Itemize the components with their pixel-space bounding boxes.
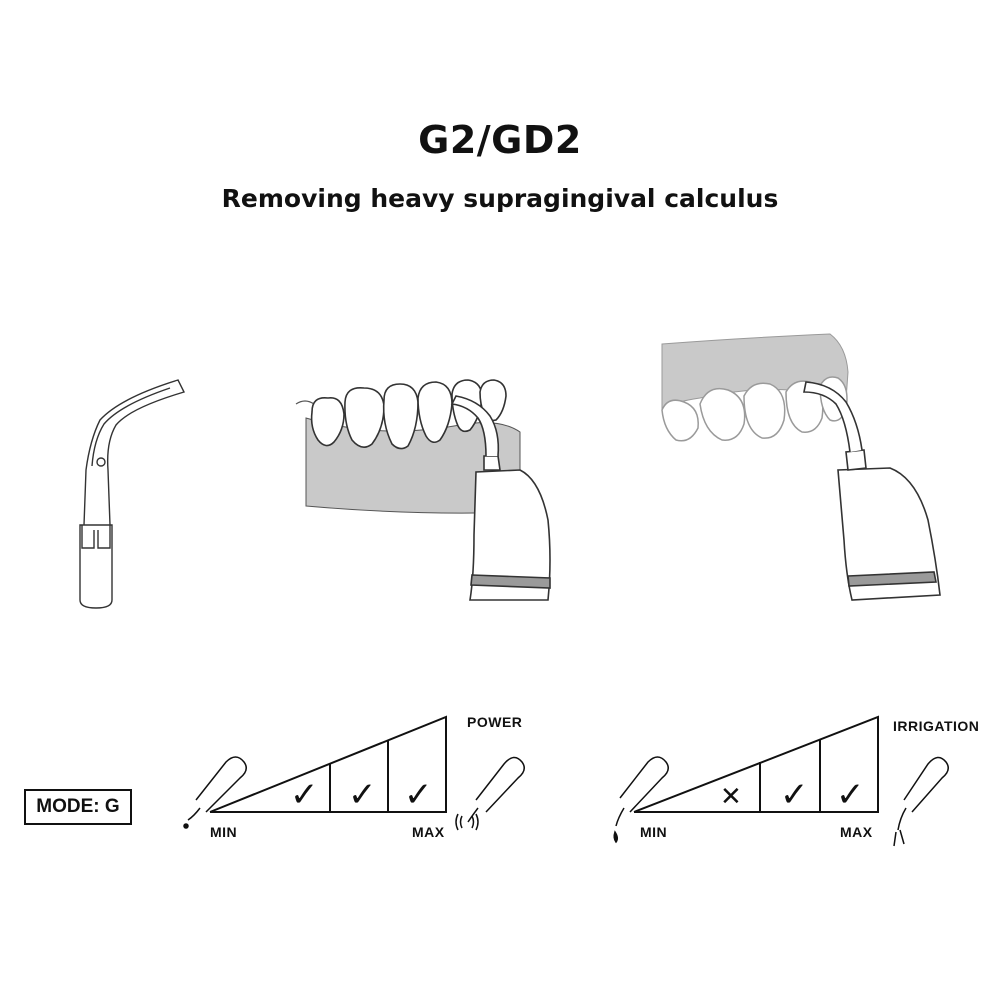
page-title: G2/GD2 (418, 118, 582, 162)
power-max-handpiece-icon (455, 756, 525, 831)
irrigation-level-3-check: ✓ (836, 775, 865, 815)
power-level-1-check: ✓ (290, 775, 319, 815)
irrigation-chart (613, 715, 949, 847)
irrigation-max-label: MAX (840, 824, 873, 840)
power-min-label: MIN (210, 824, 238, 840)
upper-teeth-scaling-illustration (661, 333, 941, 601)
lower-teeth-scaling-illustration (295, 379, 551, 601)
irrigation-min-label: MIN (640, 824, 668, 840)
irrigation-min-handpiece-icon (613, 756, 669, 844)
power-min-handpiece-icon (183, 756, 247, 829)
power-title: POWER (467, 714, 523, 730)
power-chart (183, 715, 525, 831)
irrigation-level-1-cross: ✕ (720, 782, 742, 812)
scaler-tip-icon (79, 379, 185, 609)
power-max-label: MAX (412, 824, 445, 840)
irrigation-level-2-check: ✓ (780, 775, 809, 815)
irrigation-max-handpiece-icon (893, 756, 949, 847)
irrigation-title: IRRIGATION (893, 718, 980, 734)
power-level-3-check: ✓ (404, 775, 433, 815)
page-subtitle: Removing heavy supragingival calculus (221, 184, 779, 213)
power-level-2-check: ✓ (348, 775, 377, 815)
mode-label-box: MODE: G (24, 789, 132, 825)
